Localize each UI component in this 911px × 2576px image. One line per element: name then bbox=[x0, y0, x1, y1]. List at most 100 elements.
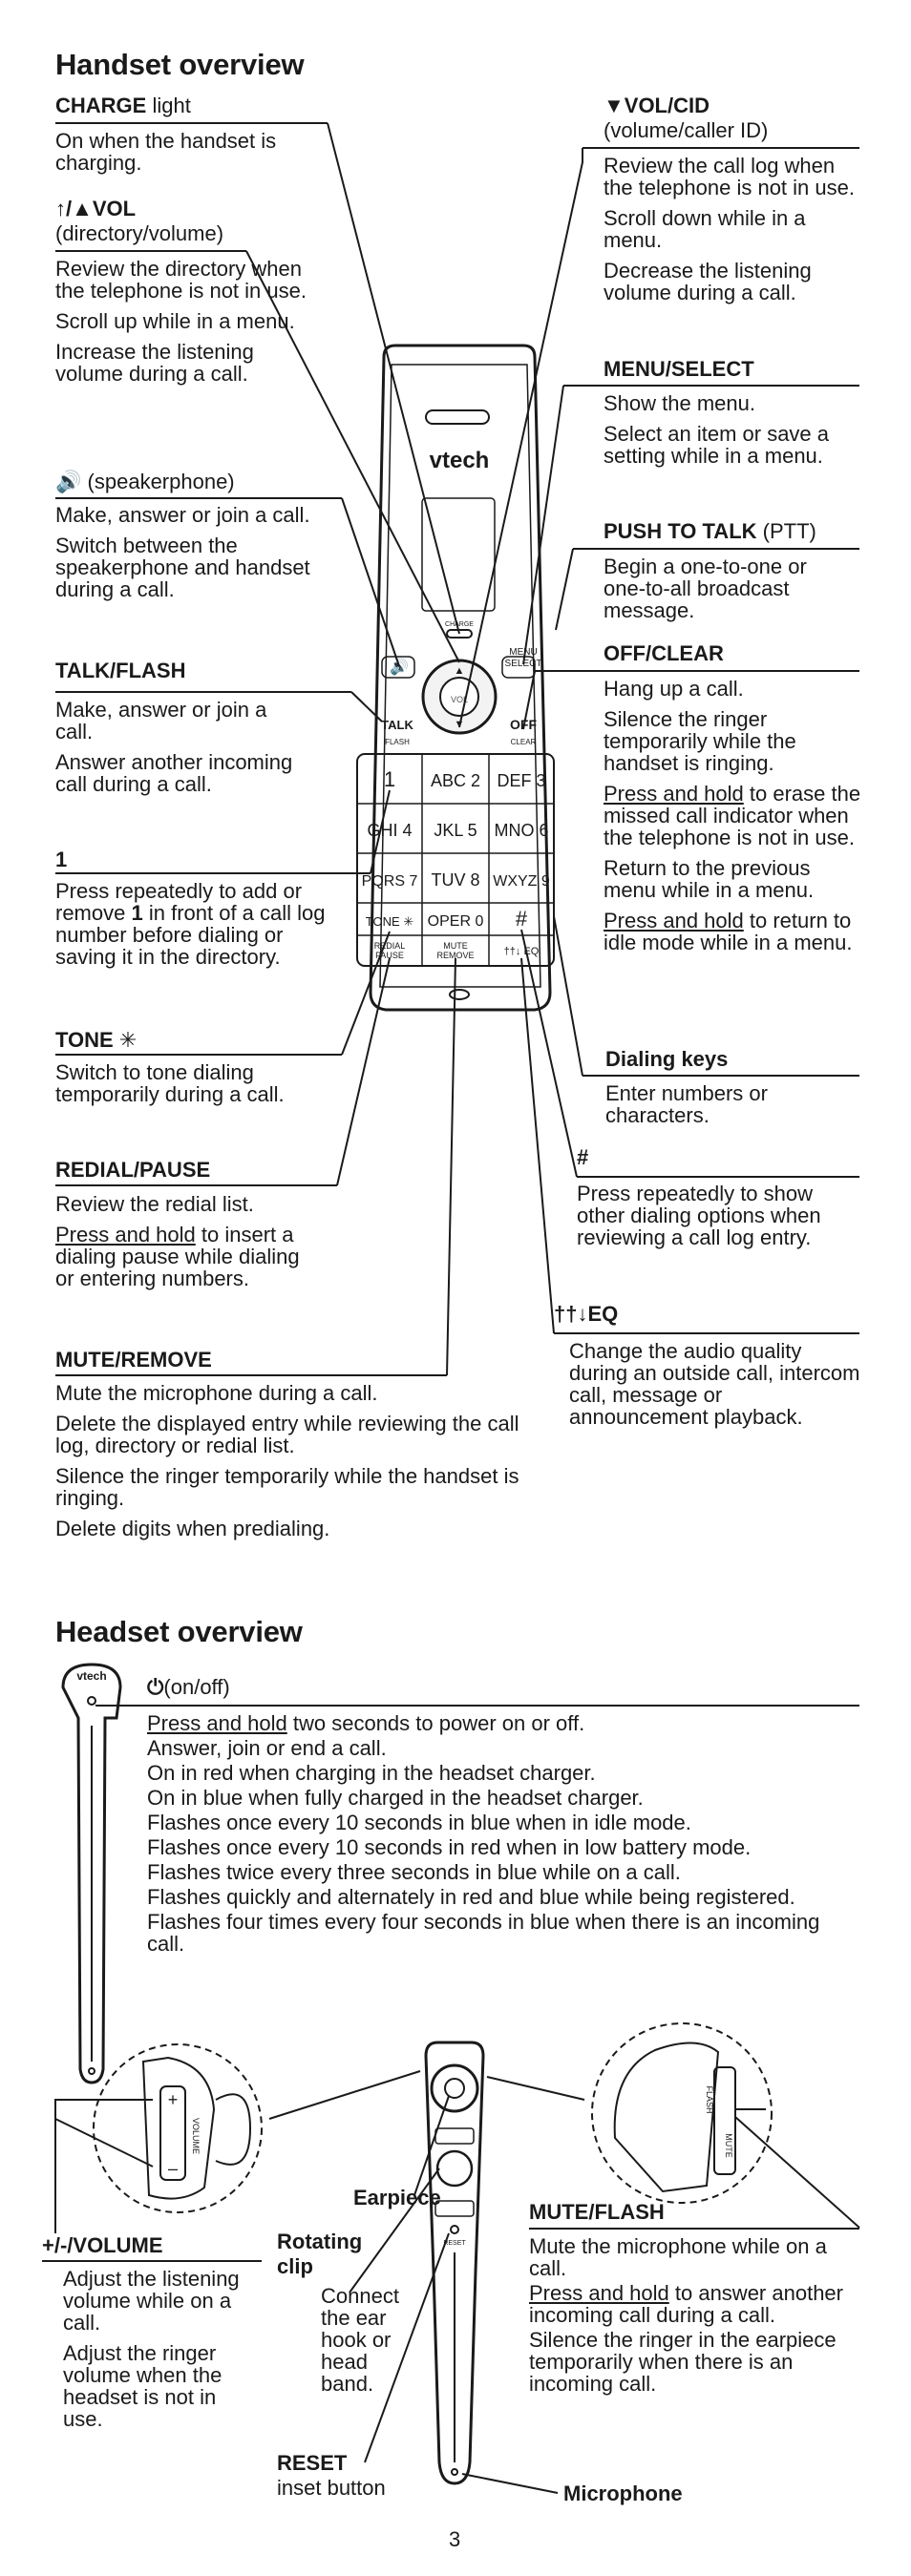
volume-label: +/-/VOLUME bbox=[42, 2233, 163, 2257]
menu-rule bbox=[563, 385, 859, 387]
dirvol-block: ↑/▲VOL (directory/volume) bbox=[55, 197, 361, 246]
pause-text: PAUSE bbox=[375, 951, 404, 960]
power-desc-line: Press and hold two seconds to power on o… bbox=[147, 1711, 585, 1735]
key-tone[interactable]: TONE ✳ bbox=[366, 914, 413, 929]
one-desc: Press repeatedly to add or remove 1 in f… bbox=[55, 880, 332, 976]
ptt-block: PUSH TO TALK (PTT) bbox=[604, 519, 909, 544]
volcid-desc-line: Decrease the listening volume during a c… bbox=[604, 259, 812, 304]
eq-desc: Change the audio quality during an outsi… bbox=[569, 1340, 865, 1436]
reset-small-text: RESET bbox=[443, 2240, 466, 2247]
power-desc-line: Flashes once every 10 seconds in red whe… bbox=[147, 1835, 752, 1859]
flash-text: FLASH bbox=[385, 738, 410, 746]
speaker-key-icon: 🔊 bbox=[390, 658, 409, 676]
dialing-rule bbox=[583, 1075, 859, 1077]
talk-desc-line: Make, answer or join a call. bbox=[55, 698, 267, 743]
mute-flash-desc-line: Silence the ringer in the earpiece tempo… bbox=[529, 2328, 837, 2396]
menu-label: MENU/SELECT bbox=[604, 357, 754, 381]
volume-text: VOLUME bbox=[191, 2118, 201, 2154]
clip-label: Rotating clip bbox=[277, 2230, 363, 2278]
talk-text: TALK bbox=[381, 718, 413, 732]
redial-block: REDIAL/PAUSE bbox=[55, 1158, 361, 1183]
key-2[interactable]: ABC 2 bbox=[431, 771, 480, 790]
menu-desc-line: Select an item or save a setting while i… bbox=[604, 422, 830, 468]
power-desc-line: Answer, join or end a call. bbox=[147, 1736, 387, 1760]
minus-icon: – bbox=[168, 2159, 178, 2178]
talk-desc: Make, answer or join a call. Answer anot… bbox=[55, 699, 304, 804]
power-desc-line: Flashes twice every three seconds in blu… bbox=[147, 1860, 681, 1884]
hash-desc-line: Press repeatedly to show other dialing o… bbox=[577, 1182, 821, 1249]
headset-brand: vtech bbox=[76, 1669, 106, 1683]
redial-desc-line: Review the redial list. bbox=[55, 1192, 254, 1216]
nav-up-icon: ▲ bbox=[455, 665, 465, 677]
clip-desc-line: Connect the ear hook or head band. bbox=[321, 2284, 399, 2396]
off-desc-line: Hang up a call. bbox=[604, 677, 744, 701]
tone-rule bbox=[55, 1054, 342, 1056]
volume-desc: Adjust the listening volume while on a c… bbox=[63, 2268, 254, 2439]
reset-block: RESET inset button bbox=[277, 2451, 468, 2501]
reset-sub: inset button bbox=[277, 2476, 386, 2500]
volume-desc-line: Adjust the listening volume while on a c… bbox=[63, 2267, 240, 2335]
menu-text: MENU bbox=[509, 647, 537, 658]
key-1[interactable]: 1 bbox=[384, 767, 395, 791]
flash-side-text: FLASH bbox=[705, 2085, 714, 2113]
key-9[interactable]: WXYZ 9 bbox=[493, 873, 550, 890]
tone-desc: Switch to tone dialing temporarily durin… bbox=[55, 1061, 304, 1114]
power-desc-line: Flashes quickly and alternately in red a… bbox=[147, 1885, 795, 1909]
handset-brand: vtech bbox=[430, 448, 490, 473]
volume-rule bbox=[42, 2260, 262, 2262]
dirvol-desc: Review the directory when the telephone … bbox=[55, 258, 313, 393]
mute-rule bbox=[55, 1374, 447, 1376]
redial-text: REDIAL bbox=[374, 941, 406, 951]
talk-label: TALK/FLASH bbox=[55, 659, 186, 682]
dialing-desc-line: Enter numbers or characters. bbox=[605, 1081, 768, 1127]
off-desc-line: Silence the ringer temporarily while the… bbox=[604, 707, 796, 775]
volcid-desc-line: Review the call log when the telephone i… bbox=[604, 154, 855, 199]
redial-rule bbox=[55, 1184, 337, 1186]
menu-desc-line: Show the menu. bbox=[604, 391, 755, 415]
hash-block: # bbox=[577, 1145, 863, 1170]
power-desc-line: Flashes once every 10 seconds in blue wh… bbox=[147, 1811, 691, 1834]
eq-block: ††↓EQ bbox=[554, 1302, 840, 1327]
key-4[interactable]: GHI 4 bbox=[367, 821, 412, 840]
talk-rule bbox=[55, 691, 351, 693]
key-3[interactable]: DEF 3 bbox=[497, 771, 545, 790]
dirvol-desc-line: Increase the listening volume during a c… bbox=[55, 340, 254, 386]
volcid-sub: (volume/caller ID) bbox=[604, 118, 769, 142]
key-6[interactable]: MNO 6 bbox=[494, 821, 548, 840]
hash-desc: Press repeatedly to show other dialing o… bbox=[577, 1183, 863, 1257]
eq-key-text: ††↓ EQ bbox=[504, 946, 540, 957]
key-8[interactable]: TUV 8 bbox=[431, 870, 479, 890]
volcid-desc-line: Scroll down while in a menu. bbox=[604, 206, 806, 252]
ptt-label-suffix: (PTT) bbox=[762, 519, 816, 543]
speaker-desc: Make, answer or join a call. Switch betw… bbox=[55, 504, 323, 609]
power-desc: Press and hold two seconds to power on o… bbox=[147, 1712, 854, 1958]
volcid-block: ▼VOL/CID (volume/caller ID) bbox=[604, 94, 909, 143]
redial-desc-line: Press and hold to insert a dialing pause… bbox=[55, 1223, 300, 1290]
dialing-block: Dialing keys bbox=[605, 1047, 892, 1072]
vol-text: VOL bbox=[451, 695, 468, 704]
power-desc-line: Flashes four times every four seconds in… bbox=[147, 1910, 820, 1956]
off-block: OFF/CLEAR bbox=[604, 641, 890, 666]
dirvol-desc-line: Scroll up while in a menu. bbox=[55, 309, 295, 333]
off-desc-line: Press and hold to return to idle mode wh… bbox=[604, 909, 853, 954]
mute-flash-desc: Mute the microphone while on a call. Pre… bbox=[529, 2235, 854, 2398]
talk-block: TALK/FLASH bbox=[55, 659, 361, 683]
off-label: OFF/CLEAR bbox=[604, 641, 724, 665]
one-rule bbox=[55, 872, 371, 874]
mute-desc-line: Delete the displayed entry while reviewi… bbox=[55, 1412, 519, 1457]
volcid-label: ▼VOL/CID bbox=[604, 94, 710, 117]
off-rule bbox=[535, 670, 859, 672]
tone-desc-line: Switch to tone dialing temporarily durin… bbox=[55, 1060, 285, 1106]
off-desc: Hang up a call. Silence the ringer tempo… bbox=[604, 678, 861, 962]
mute-desc-line: Delete digits when predialing. bbox=[55, 1517, 330, 1540]
key-0[interactable]: OPER 0 bbox=[428, 913, 484, 930]
power-desc-line: On in blue when fully charged in the hea… bbox=[147, 1786, 644, 1810]
key-7[interactable]: PQRS 7 bbox=[362, 873, 418, 890]
key-hash[interactable]: # bbox=[516, 907, 528, 931]
volume-desc-line: Adjust the ringer volume when the headse… bbox=[63, 2341, 222, 2431]
dirvol-label: ↑/▲VOL bbox=[55, 197, 137, 220]
reset-label: RESET bbox=[277, 2451, 348, 2475]
key-5[interactable]: JKL 5 bbox=[434, 821, 477, 840]
dialing-desc: Enter numbers or characters. bbox=[605, 1082, 844, 1135]
volume-block: +/-/VOLUME bbox=[42, 2233, 252, 2258]
